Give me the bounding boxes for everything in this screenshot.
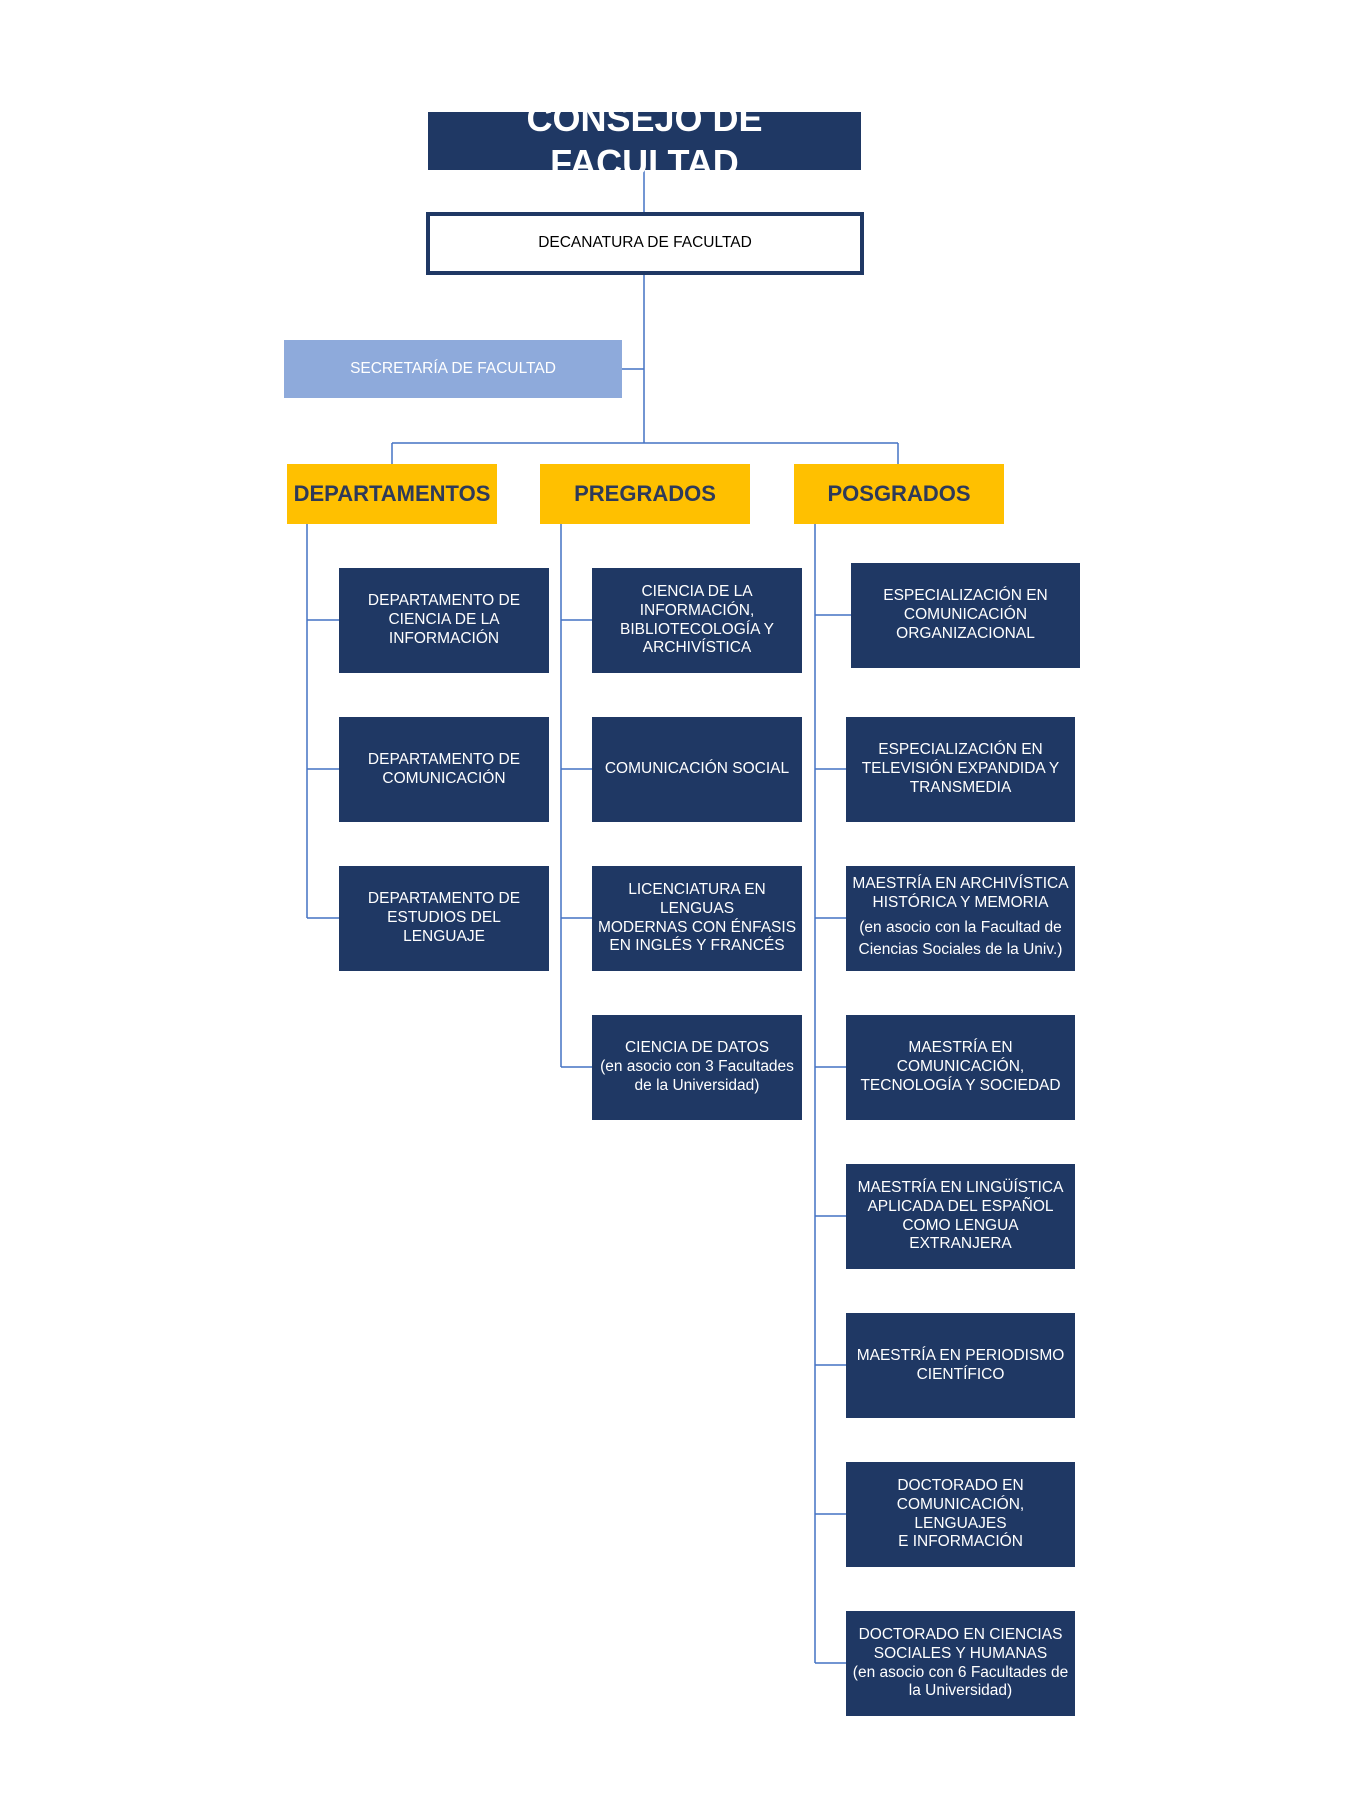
consejo-de-facultad-box: CONSEJO DE FACULTAD: [428, 98, 861, 183]
decanatura-box: DECANATURA DE FACULTAD: [426, 212, 864, 275]
departamento-estudios-lenguaje-box: DEPARTAMENTO DE ESTUDIOS DEL LENGUAJE: [339, 866, 549, 971]
pregrados-label: PREGRADOS: [574, 480, 716, 506]
posgrados-box: POSGRADOS: [794, 464, 1004, 524]
departamento-ciencia-informacion-box: DEPARTAMENTO DE CIENCIA DE LA INFORMACIÓ…: [339, 568, 549, 673]
secretaria-label: SECRETARÍA DE FACULTAD: [350, 359, 556, 377]
posgrado-doctorado-ciencias-sociales-box: DOCTORADO EN CIENCIAS SOCIALES Y HUMANAS…: [846, 1611, 1075, 1716]
posgrado-maestria-linguistica-box: MAESTRÍA EN LINGÜÍSTICA APLICADA DEL ESP…: [846, 1164, 1075, 1269]
departamento-comunicacion-box: DEPARTAMENTO DE COMUNICACIÓN: [339, 717, 549, 822]
posgrado-maestria-comunicacion-tecnologia-box: MAESTRÍA EN COMUNICACIÓN, TECNOLOGÍA Y S…: [846, 1015, 1075, 1120]
pregrado-licenciatura-lenguas-box: LICENCIATURA EN LENGUAS MODERNAS CON ÉNF…: [592, 866, 802, 971]
decanatura-label: DECANATURA DE FACULTAD: [538, 234, 752, 252]
consejo-de-facultad-label: CONSEJO DE FACULTAD: [526, 98, 763, 183]
pregrado-ciencia-informacion-box: CIENCIA DE LA INFORMACIÓN, BIBLIOTECOLOG…: [592, 568, 802, 673]
posgrados-label: POSGRADOS: [827, 480, 971, 506]
posgrado-maestria-periodismo-box: MAESTRÍA EN PERIODISMO CIENTÍFICO: [846, 1313, 1075, 1418]
pregrado-comunicacion-social-box: COMUNICACIÓN SOCIAL: [592, 717, 802, 822]
departamentos-label: DEPARTAMENTOS: [293, 480, 491, 506]
pregrado-ciencia-datos-box: CIENCIA DE DATOS (en asocio con 3 Facult…: [592, 1015, 802, 1120]
posgrado-esp-comunicacion-organizacional-box: ESPECIALIZACIÓN EN COMUNICACIÓN ORGANIZA…: [851, 563, 1080, 668]
posgrado-maestria-archivistica-box: MAESTRÍA EN ARCHIVÍSTICA HISTÓRICA Y MEM…: [846, 866, 1075, 971]
posgrado-esp-television-transmedia-box: ESPECIALIZACIÓN EN TELEVISIÓN EXPANDIDA …: [846, 717, 1075, 822]
pregrados-box: PREGRADOS: [540, 464, 750, 524]
secretaria-box: SECRETARÍA DE FACULTAD: [284, 340, 622, 398]
posgrado-doctorado-comunicacion-box: DOCTORADO EN COMUNICACIÓN, LENGUAJES E I…: [846, 1462, 1075, 1567]
departamentos-box: DEPARTAMENTOS: [287, 464, 497, 524]
